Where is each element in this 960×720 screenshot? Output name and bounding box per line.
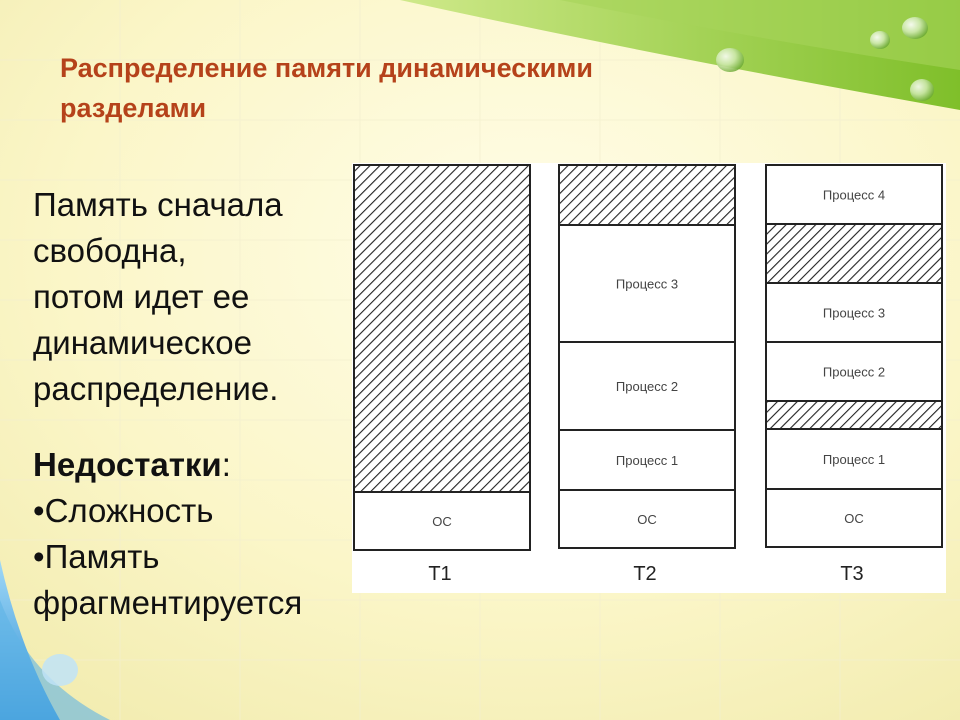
drawbacks-colon: : <box>221 446 231 483</box>
process-block <box>765 164 943 225</box>
process-block <box>558 341 736 431</box>
water-drop-icon <box>42 654 78 686</box>
memory-partition-diagram: ОС T1 Процесс 3 Процесс 2 Процесс 1 ОС T2 Проце… <box>352 163 946 593</box>
bullet-text: Память <box>44 538 160 575</box>
body-line: свободна, <box>33 232 187 269</box>
os-block <box>558 489 736 549</box>
process-block <box>558 429 736 491</box>
spacer <box>33 412 363 442</box>
process-block <box>558 224 736 343</box>
block-label: Процесс 2 <box>616 379 678 394</box>
bullet-text: Сложность <box>44 492 214 529</box>
free-memory-block <box>558 164 736 226</box>
bullet-continuation: фрагментируется <box>33 584 303 621</box>
time-label: T3 <box>840 563 863 585</box>
block-label: ОС <box>637 512 657 527</box>
bullet-icon: • <box>33 492 45 529</box>
block-label: Процесс 3 <box>823 306 885 321</box>
block-label: ОС <box>432 514 452 529</box>
water-drop-icon <box>910 79 934 101</box>
drawbacks-heading: Недостатки <box>33 446 222 483</box>
drawbacks-heading-line: Недостатки: <box>33 442 363 488</box>
block-label: Процесс 1 <box>616 453 678 468</box>
process-block <box>765 282 943 343</box>
free-memory-block <box>765 223 943 284</box>
water-drop-icon <box>716 48 744 72</box>
body-line: динамическое <box>33 324 252 361</box>
slide-title: Распределение памяти динамическими разде… <box>60 48 800 128</box>
block-label: ОС <box>844 511 864 526</box>
os-block <box>765 488 943 548</box>
title-line-2: разделами <box>60 93 207 123</box>
time-label: T2 <box>633 563 656 585</box>
bullet-icon: • <box>33 538 45 575</box>
water-drop-icon <box>902 17 928 39</box>
block-label: Процесс 2 <box>823 365 885 380</box>
bullet-item: •Сложность <box>33 488 363 534</box>
free-memory-block <box>765 400 943 430</box>
free-memory-block <box>353 164 531 493</box>
os-block <box>353 491 531 551</box>
bullet-item: •Память <box>33 534 363 580</box>
title-line-1: Распределение памяти динамическими <box>60 53 593 83</box>
time-label: T1 <box>428 563 451 585</box>
body-line: Память сначала <box>33 186 283 223</box>
water-drop-icon <box>870 31 890 49</box>
slide-body: Память сначала свободна, потом идет ее д… <box>33 182 363 626</box>
body-line: распределение. <box>33 370 279 407</box>
body-line: потом идет ее <box>33 278 250 315</box>
block-label: Процесс 4 <box>823 188 885 203</box>
block-label: Процесс 3 <box>616 277 678 292</box>
block-label: Процесс 1 <box>823 452 885 467</box>
